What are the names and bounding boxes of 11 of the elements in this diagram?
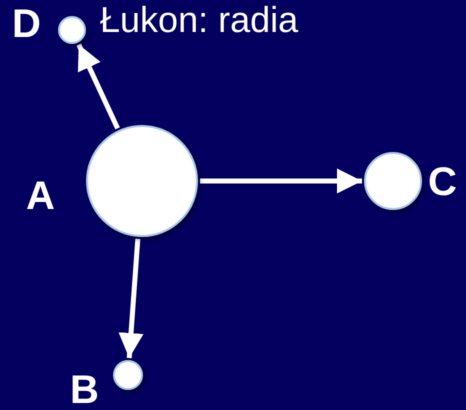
- arrow: [118, 238, 144, 358]
- node-label: C: [428, 162, 457, 202]
- node-label: D: [12, 4, 41, 44]
- circle-node: [58, 16, 86, 44]
- node-label: B: [70, 370, 99, 410]
- node-label: A: [26, 176, 55, 216]
- arrow: [200, 168, 362, 194]
- arrow: [76, 43, 120, 130]
- circle-node: [113, 360, 143, 390]
- circle-node: [364, 152, 422, 210]
- slide-title: Łukon: radia: [100, 2, 298, 38]
